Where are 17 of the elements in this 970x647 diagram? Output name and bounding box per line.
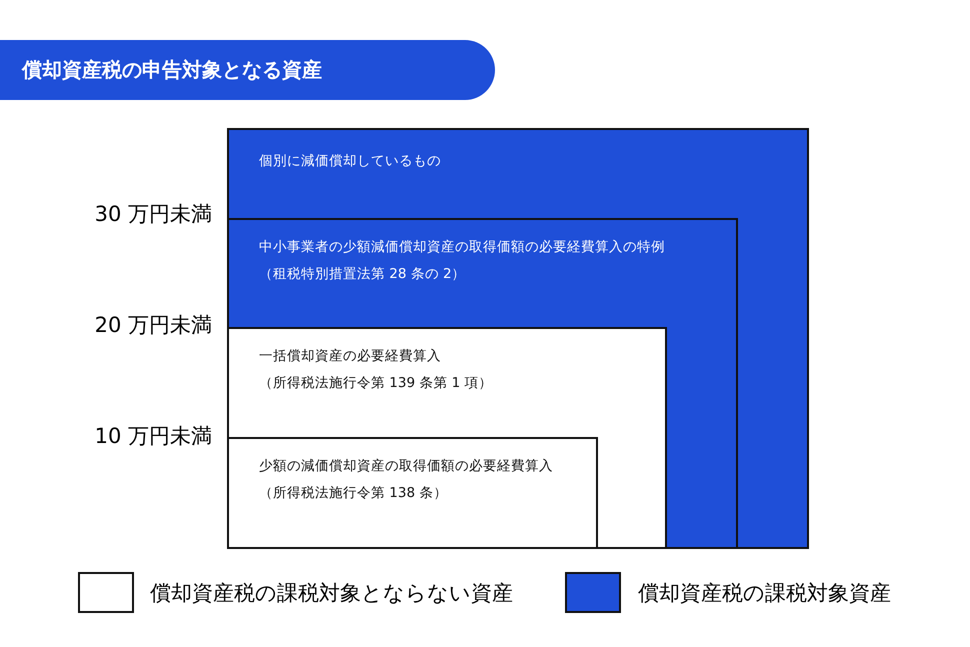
box-heading: 少額の減価償却資産の取得価額の必要経費算入 bbox=[259, 458, 553, 476]
title-text: 償却資産税の申告対象となる資産 bbox=[22, 56, 322, 84]
threshold-label: 20 万円未満 bbox=[94, 312, 212, 339]
nested-box bbox=[227, 128, 809, 549]
law-reference: （租税特別措置法第 28 条の 2） bbox=[259, 266, 466, 284]
legend-label: 償却資産税の課税対象資産 bbox=[638, 580, 891, 607]
box-heading: 個別に減価償却しているもの bbox=[259, 153, 441, 171]
box-heading: 中小事業者の少額減価償却資産の取得価額の必要経費算入の特例 bbox=[259, 239, 665, 257]
nested-box bbox=[227, 218, 738, 549]
nested-box bbox=[227, 327, 667, 549]
law-reference: （所得税法施行令第 139 条第 1 項） bbox=[259, 375, 493, 393]
threshold-label: 30 万円未満 bbox=[94, 201, 212, 228]
law-reference: （所得税法施行令第 138 条） bbox=[259, 485, 448, 503]
nested-box bbox=[227, 437, 598, 549]
legend-label: 償却資産税の課税対象とならない資産 bbox=[150, 580, 513, 607]
threshold-label: 10 万円未満 bbox=[94, 423, 212, 450]
box-heading: 一括償却資産の必要経費算入 bbox=[259, 348, 441, 366]
